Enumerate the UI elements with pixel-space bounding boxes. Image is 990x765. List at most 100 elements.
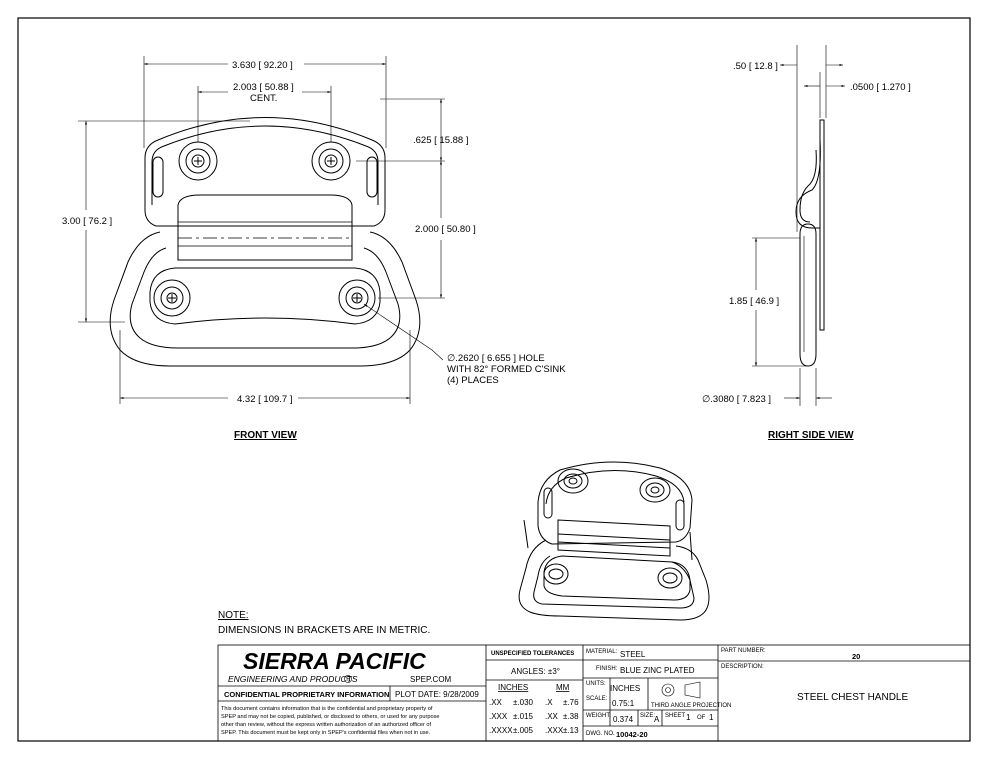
dim-handle-width-mm: 109.7 bbox=[263, 394, 287, 405]
hole-note-hole: HOLE bbox=[519, 353, 545, 364]
iso-lower-right-hole bbox=[657, 567, 683, 589]
plot-date: 9/28/2009 bbox=[443, 690, 479, 699]
weight-label: WEIGHT: bbox=[586, 713, 611, 719]
dim-top-offset: .625 bbox=[413, 135, 432, 146]
side-dimension-lines bbox=[752, 45, 845, 406]
svg-text:.XXX±.015.XX±.38: .XXX±.015.XX±.38 bbox=[489, 712, 579, 721]
hole-note-csink: WITH 82° FORMED C'SINK bbox=[447, 364, 566, 375]
tol-mm-val-3: ±.13 bbox=[563, 726, 579, 735]
registered-mark: R bbox=[346, 677, 351, 683]
iso-upper-right-hole bbox=[639, 477, 671, 503]
svg-text:.XXXX±.005.XXX±.13: .XXXX±.005.XXX±.13 bbox=[489, 726, 579, 735]
units-value: INCHES bbox=[610, 684, 640, 693]
iso-plate bbox=[537, 461, 693, 545]
bail-handle-outer bbox=[109, 231, 421, 367]
confidential-line-4: SPEP. This document must be kept only in… bbox=[221, 730, 431, 736]
description-label: DESCRIPTION: bbox=[721, 664, 764, 670]
tol-mm-val-1: ±.76 bbox=[563, 698, 579, 707]
note-text: DIMENSIONS IN BRACKETS ARE IN METRIC. bbox=[218, 625, 430, 636]
bail-handle-inner bbox=[129, 247, 401, 349]
dim-depth-mm: 12.8 bbox=[754, 61, 773, 72]
company-sub: ENGINEERING AND PRODUCTS bbox=[228, 674, 358, 684]
website: SPEP.COM bbox=[410, 675, 452, 684]
tol-in-val-2: ±.015 bbox=[513, 712, 534, 721]
hinge-band bbox=[177, 194, 353, 261]
finish-label: FINISH: bbox=[596, 666, 618, 672]
side-hinge-curl bbox=[795, 139, 821, 229]
title-block bbox=[217, 644, 971, 742]
dim-wire-dia: ∅.3080 bbox=[702, 394, 734, 405]
front-view-label: FRONT VIEW bbox=[234, 430, 297, 441]
svg-text:2.003 [ 50.88 ]: 2.003 [ 50.88 ] bbox=[233, 82, 294, 93]
size-label: SIZE: bbox=[640, 713, 655, 719]
svg-text:2.000 [ 50.80 ]: 2.000 [ 50.80 ] bbox=[415, 224, 476, 235]
third-angle-projection-icon bbox=[661, 681, 701, 699]
description-value: STEEL CHEST HANDLE bbox=[797, 692, 908, 703]
dwg-number: 10042-20 bbox=[616, 730, 648, 739]
plot-date-label: PLOT DATE: bbox=[395, 690, 441, 699]
part-number-label: PART NUMBER: bbox=[721, 648, 766, 654]
mm-heading: MM bbox=[556, 683, 570, 692]
hole-note-dia: ∅.2620 bbox=[447, 353, 479, 364]
dim-center-distance-mm: 50.88 bbox=[265, 82, 289, 93]
lower-left-hole bbox=[153, 279, 191, 317]
weight-value: 0.374 bbox=[613, 715, 634, 724]
dim-overall-width: 3.630 bbox=[232, 60, 256, 71]
iso-hinge-band bbox=[557, 519, 671, 557]
side-dimension-text: .50 [ 12.8 ] .0500 [ 1.270 ] 1.85 [ 46.9… bbox=[702, 61, 911, 405]
iso-upper-left-hole bbox=[557, 468, 589, 494]
tol-in-fmt-2: .XXX bbox=[489, 712, 508, 721]
company-name: SIERRA PACIFIC bbox=[243, 648, 426, 674]
sheet-count: 1 bbox=[709, 713, 714, 722]
dim-center-note: CENT. bbox=[250, 93, 277, 104]
confidential-line-2: SPEP and may not be copied, published, o… bbox=[221, 714, 440, 720]
side-hinge-curl-inner bbox=[799, 149, 817, 223]
upper-right-hole bbox=[311, 141, 351, 181]
front-plate-outline bbox=[144, 117, 386, 227]
tolerances-heading: UNSPECIFIED TOLERANCES bbox=[491, 651, 574, 657]
dim-handle-drop: 1.85 bbox=[729, 296, 748, 307]
svg-text:.0500 [ 1.270 ]: .0500 [ 1.270 ] bbox=[850, 82, 911, 93]
angles-label: ANGLES: bbox=[511, 667, 546, 676]
svg-text:ANGLES: ±3°: ANGLES: ±3° bbox=[511, 667, 560, 676]
side-view bbox=[795, 119, 825, 367]
iso-bail-outer bbox=[518, 539, 710, 621]
registered-icon: R bbox=[344, 675, 352, 683]
lower-right-hole bbox=[338, 279, 376, 317]
dim-height-mm: 76.2 bbox=[88, 216, 107, 227]
left-slot bbox=[152, 156, 164, 198]
dim-handle-drop-mm: 46.9 bbox=[755, 296, 774, 307]
tol-mm-fmt-3: .XXX bbox=[545, 726, 564, 735]
sheet-value: 1 bbox=[686, 713, 691, 722]
svg-text:4.32 [ 109.7 ]: 4.32 [ 109.7 ] bbox=[237, 394, 292, 405]
title-block-text: SIERRA PACIFIC ENGINEERING AND PRODUCTS … bbox=[221, 648, 908, 739]
dwg-label: DWG. NO. bbox=[586, 731, 615, 737]
svg-text:∅.3080 [ 7.823 ]: ∅.3080 [ 7.823 ] bbox=[702, 394, 771, 405]
front-dimension-lines bbox=[78, 56, 445, 404]
iso-bail-inner bbox=[533, 555, 695, 609]
front-view bbox=[109, 117, 421, 367]
svg-text:PLOT DATE: 9/28/2009: PLOT DATE: 9/28/2009 bbox=[395, 690, 479, 699]
tol-in-fmt-1: .XX bbox=[489, 698, 503, 707]
svg-text:.625 [ 15.88 ]: .625 [ 15.88 ] bbox=[413, 135, 468, 146]
sheet-label: SHEET bbox=[665, 713, 685, 719]
of-label: OF bbox=[697, 715, 706, 721]
svg-text:1.85 [ 46.9 ]: 1.85 [ 46.9 ] bbox=[729, 296, 779, 307]
confidential-line-3: other than review, without the express w… bbox=[221, 722, 432, 728]
material-label: MATERIAL: bbox=[586, 649, 618, 655]
side-plate bbox=[819, 119, 825, 331]
svg-text:.XX±.030.X±.76: .XX±.030.X±.76 bbox=[489, 698, 579, 707]
tol-mm-val-2: ±.38 bbox=[563, 712, 579, 721]
confidential-line-1: This document contains information that … bbox=[221, 706, 433, 712]
part-number: 20 bbox=[852, 652, 860, 661]
tol-in-val-1: ±.030 bbox=[513, 698, 534, 707]
dim-hole-spacing-mm: 50.80 bbox=[447, 224, 471, 235]
front-plate-inner-edge bbox=[151, 125, 379, 205]
svg-text:3.630 [ 92.20 ]: 3.630 [ 92.20 ] bbox=[232, 60, 293, 71]
svg-text:∅.2620 [ 6.655 ] HOLE: ∅.2620 [ 6.655 ] HOLE bbox=[447, 353, 545, 364]
dim-overall-width-mm: 92.20 bbox=[264, 60, 288, 71]
projection-label: THIRD ANGLE PROJECTION bbox=[651, 703, 731, 709]
finish-value: BLUE ZINC PLATED bbox=[620, 666, 695, 675]
units-label: UNITS: bbox=[586, 681, 606, 687]
